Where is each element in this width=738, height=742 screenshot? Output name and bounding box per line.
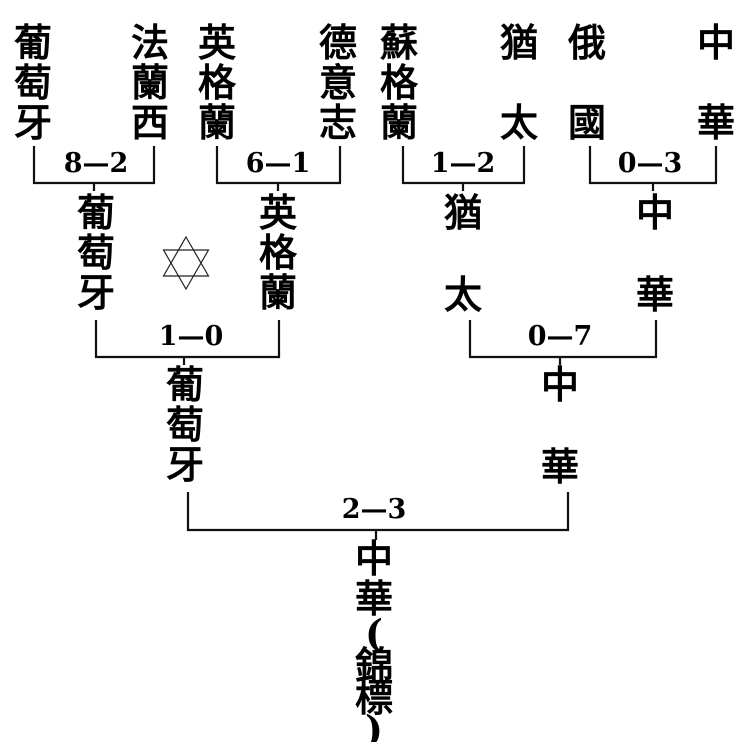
vertical-char: 萄 (77, 230, 115, 275)
vertical-char: 意 (319, 60, 357, 105)
r1-bracket-4 (588, 146, 718, 191)
vertical-char: 葡 (77, 190, 115, 235)
vertical-char: ( (365, 611, 383, 656)
sf-team-china-second: 華 (636, 272, 674, 317)
vertical-char: 中 (355, 536, 393, 581)
vertical-char: 蘇 (380, 20, 418, 65)
final-bracket (186, 492, 570, 540)
champion-title: (錦標) (355, 611, 393, 742)
r1-team-scotland: 蘇格蘭 (380, 20, 419, 145)
r1-bracket-2 (215, 146, 342, 191)
sf-team-england: 英格蘭 (259, 190, 298, 315)
sf-bracket-2 (468, 320, 658, 365)
r1-team-russia-second: 國 (568, 100, 606, 145)
vertical-char: 格 (259, 230, 298, 275)
vertical-char: 德 (319, 20, 357, 65)
star-of-david-icon (162, 235, 210, 291)
champion-name: 中華 (355, 536, 393, 621)
r1-bracket-3 (401, 146, 526, 191)
r1-team-portugal: 葡萄牙 (14, 20, 52, 145)
vertical-char: 格 (380, 60, 419, 105)
r1-score-2: 6—1 (246, 148, 311, 179)
final-score: 2—3 (342, 494, 407, 525)
r1-team-china-first: 中 (697, 20, 735, 65)
sf-bracket-1 (94, 320, 281, 365)
final-team-china-second: 華 (541, 444, 579, 489)
vertical-char: 志 (319, 100, 357, 145)
vertical-char: 華 (355, 576, 393, 621)
vertical-char: 西 (131, 100, 169, 145)
vertical-char: 錦 (355, 643, 393, 688)
sf-score-1: 1—0 (159, 321, 224, 352)
r1-team-england: 英格蘭 (198, 20, 237, 145)
vertical-char: 牙 (166, 442, 204, 487)
r1-bracket-1 (32, 146, 156, 191)
final-team-portugal: 葡萄牙 (166, 362, 204, 487)
sf-team-jewish-second: 太 (444, 272, 482, 317)
vertical-char: 蘭 (131, 60, 169, 105)
r1-score-4: 0—3 (618, 148, 683, 179)
vertical-char: 格 (198, 60, 237, 105)
vertical-char: 標 (355, 675, 393, 720)
vertical-char: 葡 (166, 362, 204, 407)
vertical-char: 蘭 (259, 270, 297, 315)
r1-team-china-second: 華 (697, 100, 735, 145)
sf-score-2: 0—7 (528, 321, 593, 352)
r1-team-germany: 德意志 (319, 20, 357, 145)
vertical-char: 法 (131, 20, 169, 65)
vertical-char: 英 (198, 20, 237, 65)
vertical-char: 葡 (14, 20, 52, 65)
r1-score-3: 1—2 (431, 148, 496, 179)
sf-team-china-first: 中 (636, 190, 674, 235)
vertical-char: 牙 (14, 100, 52, 145)
vertical-char: 牙 (77, 270, 115, 315)
vertical-char: 蘭 (198, 100, 236, 145)
r1-team-france: 法蘭西 (131, 20, 169, 145)
r1-team-russia-first: 俄 (567, 20, 606, 65)
vertical-char: ) (365, 707, 383, 742)
vertical-char: 蘭 (380, 100, 418, 145)
final-team-china-first: 中 (541, 362, 579, 407)
vertical-char: 英 (259, 190, 298, 235)
sf-team-portugal: 葡萄牙 (77, 190, 115, 315)
vertical-char: 萄 (166, 402, 204, 447)
vertical-char: 萄 (14, 60, 52, 105)
sf-team-jewish-first: 猶 (444, 190, 482, 235)
r1-score-1: 8—2 (64, 148, 129, 179)
r1-team-jewish-first: 猶 (500, 20, 538, 65)
r1-team-jewish-second: 太 (500, 100, 538, 145)
